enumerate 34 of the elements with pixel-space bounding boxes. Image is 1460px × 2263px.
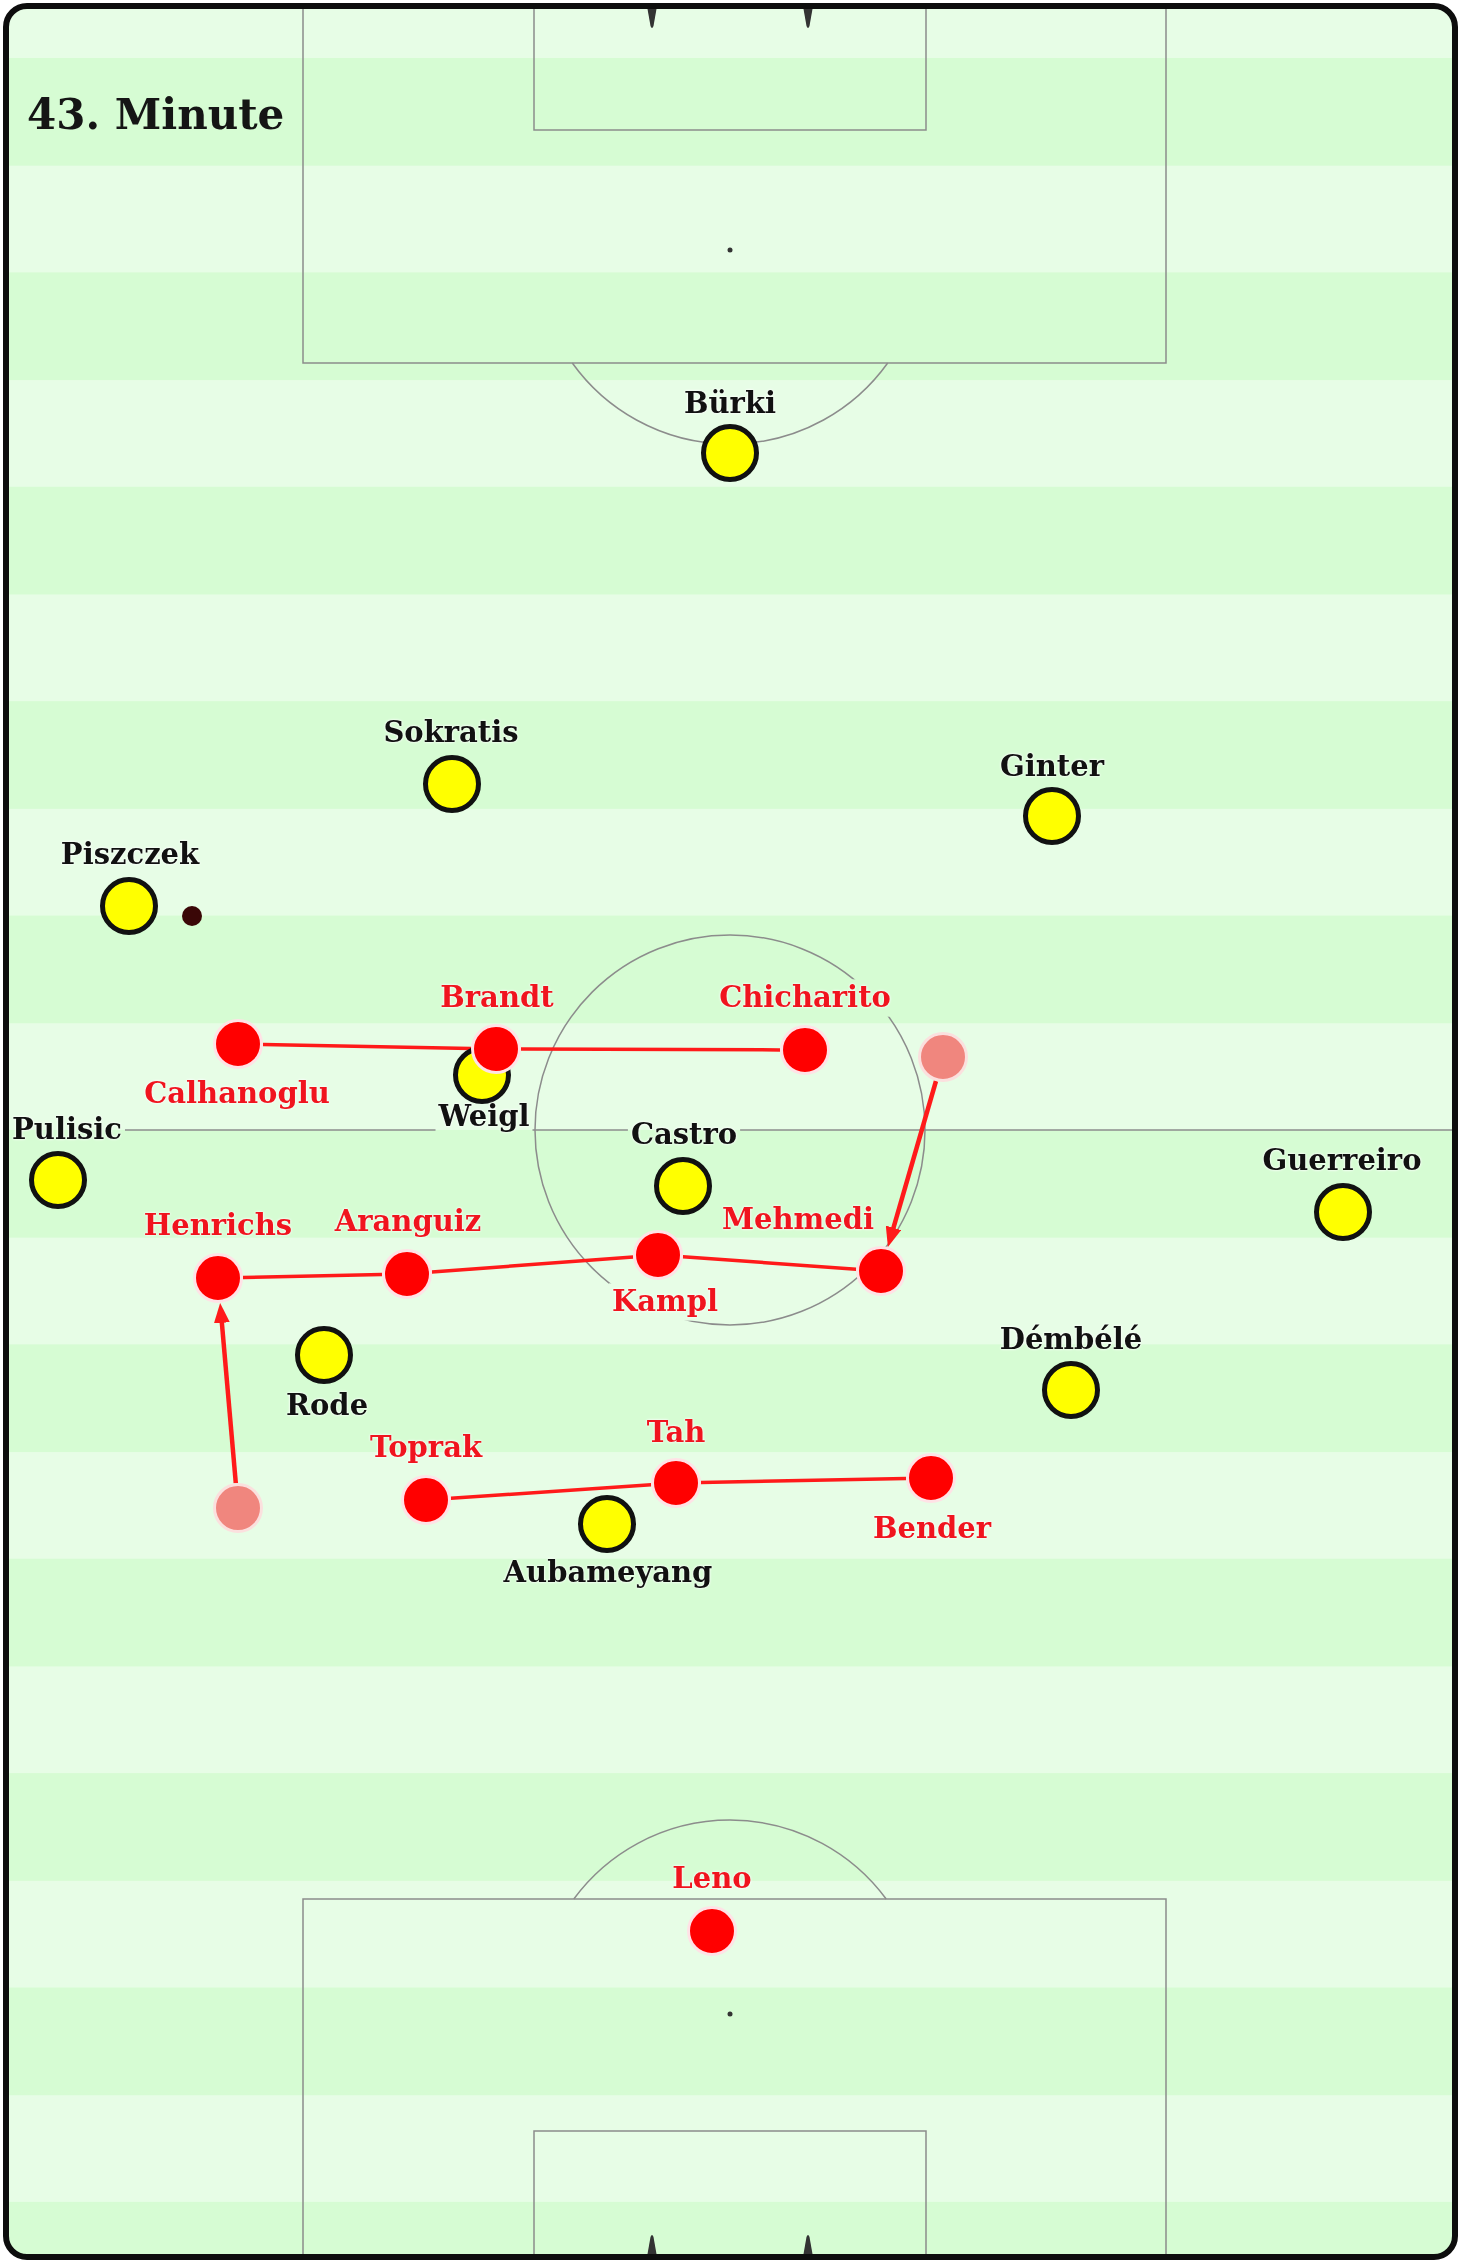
connector-line bbox=[700, 1476, 907, 1485]
player-name: Aubameyang bbox=[503, 1556, 713, 1590]
player-name: Leno bbox=[672, 1862, 752, 1896]
player-name: Aranguiz bbox=[334, 1205, 482, 1239]
player-name: Henrichs bbox=[143, 1209, 293, 1243]
connector-line bbox=[262, 1042, 472, 1051]
connector-line bbox=[431, 1255, 634, 1274]
connector-line bbox=[521, 1047, 780, 1052]
player-name: Bender bbox=[872, 1512, 992, 1546]
player-name: Calhanoglu bbox=[144, 1077, 330, 1111]
player-name: Weigl bbox=[438, 1100, 530, 1134]
player-name: Tah bbox=[646, 1416, 706, 1450]
movement-arrow bbox=[885, 1080, 939, 1247]
connector-line bbox=[450, 1482, 652, 1501]
player-name: Guerreiro bbox=[1262, 1144, 1422, 1178]
player-name: Rode bbox=[285, 1389, 369, 1423]
player-name: Bürki bbox=[684, 387, 776, 421]
connector-line bbox=[242, 1272, 383, 1280]
player-name: Piszczek bbox=[60, 838, 200, 872]
player-name: Castro bbox=[630, 1118, 738, 1152]
diagram-title: 43. Minute bbox=[27, 91, 285, 140]
player-name: Brandt bbox=[440, 981, 554, 1015]
movement-arrow bbox=[213, 1302, 239, 1484]
previous-position-marker bbox=[918, 1032, 968, 1082]
player-name: Mehmedi bbox=[721, 1203, 875, 1237]
player-name: Toprak bbox=[370, 1431, 482, 1465]
connector-line bbox=[682, 1255, 857, 1271]
player-name: Chicharito bbox=[719, 981, 891, 1015]
player-name: Sokratis bbox=[383, 716, 519, 750]
previous-position-marker bbox=[213, 1483, 263, 1533]
player-name: Démbélé bbox=[999, 1323, 1143, 1357]
player-name: Pulisic bbox=[12, 1113, 122, 1147]
player-name: Ginter bbox=[1000, 750, 1104, 784]
player-name: Kampl bbox=[612, 1285, 718, 1319]
